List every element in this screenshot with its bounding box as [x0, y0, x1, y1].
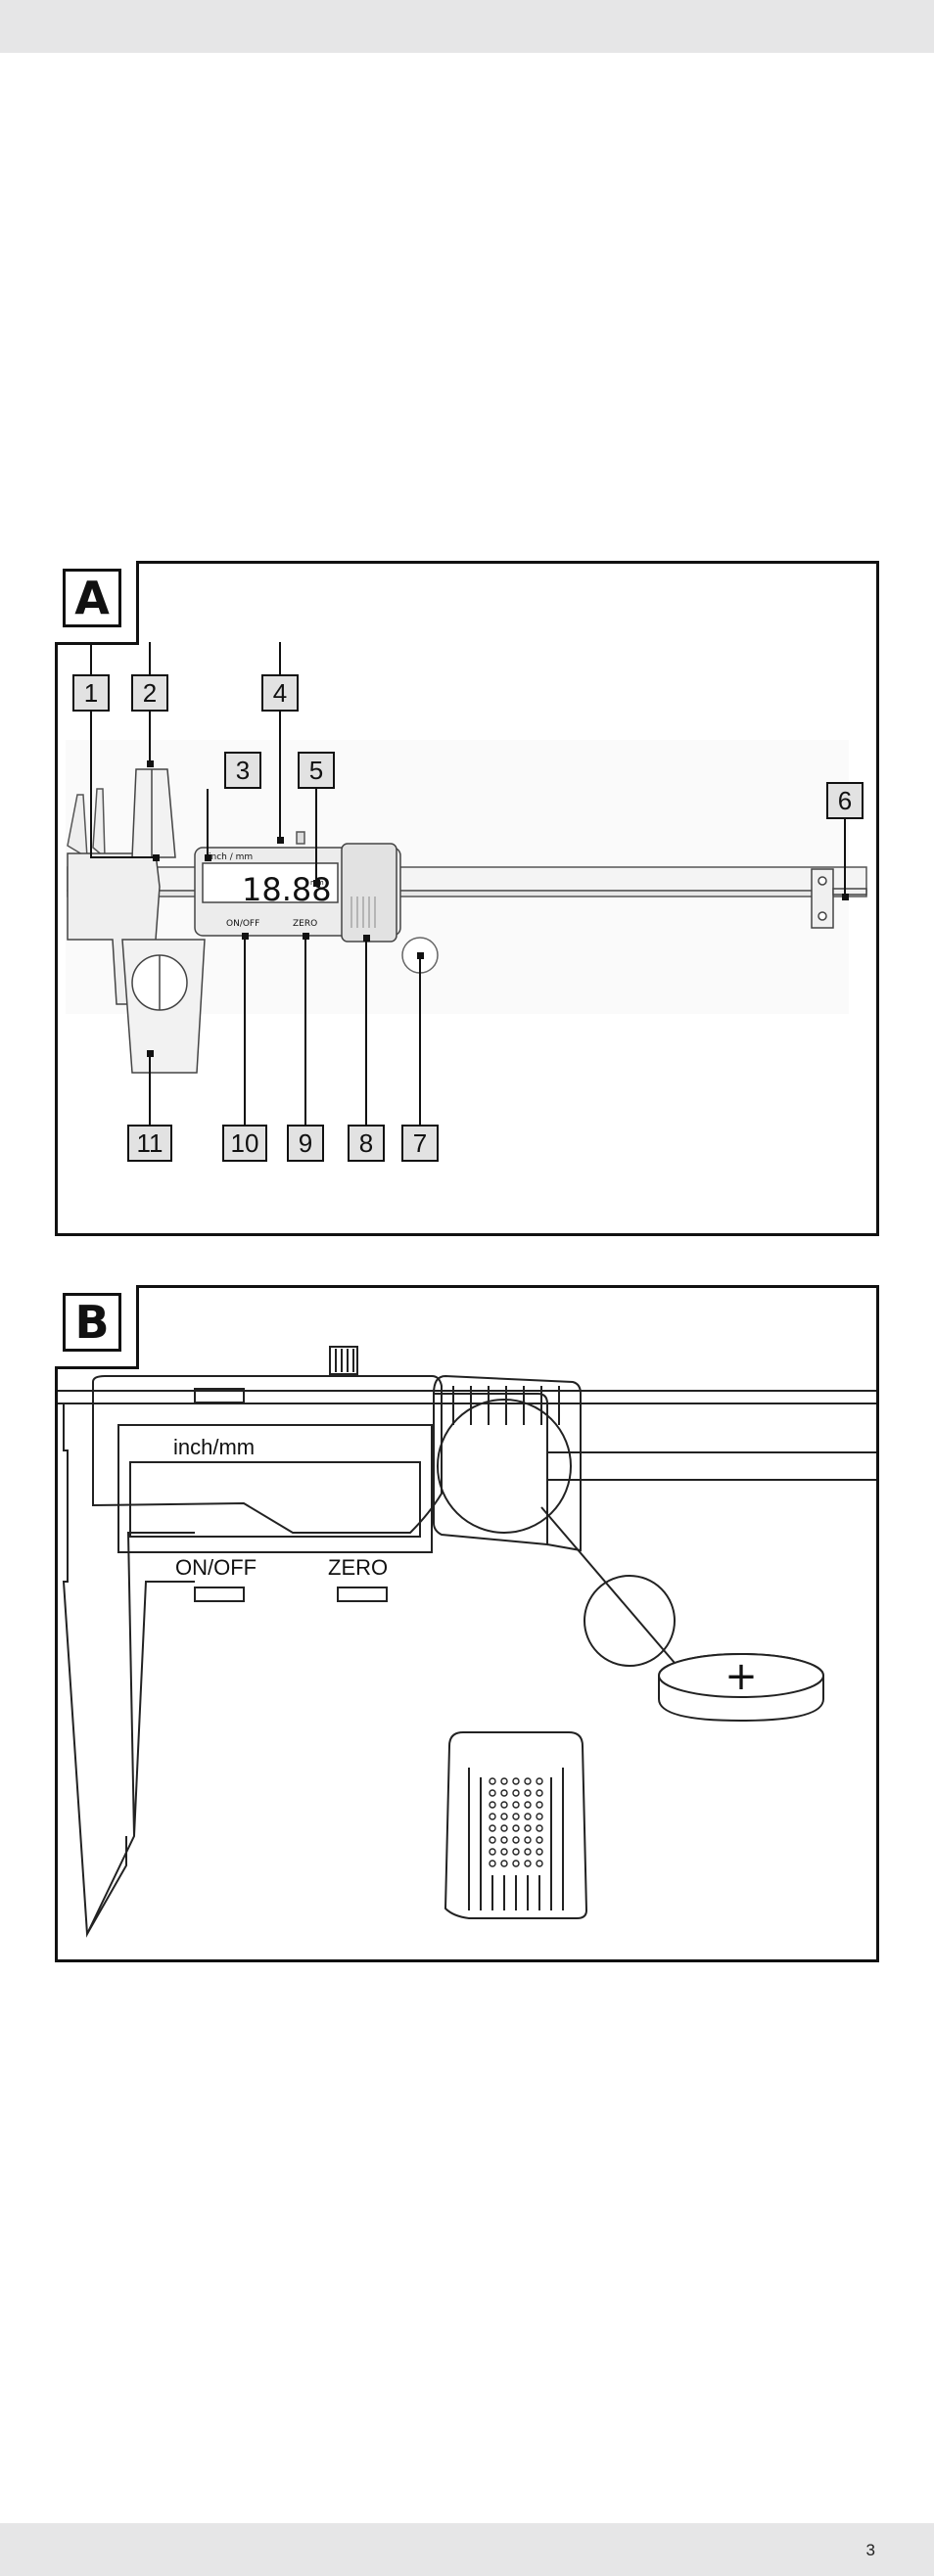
figure-b-panel: B: [55, 1285, 879, 1962]
thumb-wheel-outline: [329, 1346, 358, 1375]
lcd-outer-frame: [117, 1424, 433, 1553]
on-off-button-slot: [194, 1587, 245, 1602]
callout-1: 1: [72, 674, 110, 712]
figure-b-label: B: [63, 1293, 121, 1352]
battery-replacement-drawing: inch/mm ON/OFF ZERO +: [58, 1346, 876, 1938]
a-unit-label: inch / mm: [209, 852, 253, 862]
callout-9: 9: [287, 1125, 324, 1162]
bottom-bar: 3: [0, 2523, 934, 2576]
depth-rod-end: [811, 868, 867, 929]
b-unit-label: inch/mm: [173, 1435, 255, 1459]
jaw-outline: [62, 1403, 195, 1938]
a-lcd-reading: 18.88: [242, 871, 332, 908]
svg-text:6: 6: [838, 786, 852, 815]
callout-5: 5: [298, 752, 335, 789]
svg-text:1: 1: [84, 678, 98, 708]
top-button-slot: [194, 1388, 245, 1403]
callout-7: 7: [401, 1125, 439, 1162]
coin-cell-battery: [658, 1653, 824, 1723]
figure-a-label-tab: A: [55, 561, 139, 645]
svg-text:8: 8: [359, 1128, 373, 1158]
figure-a-panel: A inch / mm: [55, 561, 879, 1236]
lower-jaw: [121, 939, 206, 1074]
callout-8: 8: [348, 1125, 385, 1162]
battery-compartment-outline: [437, 1399, 572, 1534]
svg-text:5: 5: [309, 756, 323, 785]
svg-text:9: 9: [299, 1128, 312, 1158]
callout-2: 2: [131, 674, 168, 712]
callout-10: 10: [222, 1125, 267, 1162]
battery-cover: [350, 897, 376, 928]
display-housing-outline: [92, 1375, 443, 1534]
top-bar: [0, 0, 934, 53]
zero-button-slot: [337, 1587, 388, 1602]
lcd-screen: [129, 1461, 421, 1538]
thumb-wheel: [296, 831, 305, 845]
a-zero-label: ZERO: [293, 919, 317, 929]
b-on-off-label: ON/OFF: [175, 1555, 257, 1580]
a-on-off-label: ON/OFF: [226, 919, 259, 929]
battery-cover-dots: [489, 1777, 543, 1867]
svg-text:4: 4: [273, 678, 287, 708]
leader-dots: [147, 760, 849, 1057]
figure-b-label-tab: B: [55, 1285, 139, 1369]
callout-3: 3: [224, 752, 261, 789]
svg-text:11: 11: [137, 1128, 163, 1158]
svg-text:7: 7: [413, 1128, 427, 1158]
figure-a-label: A: [63, 569, 121, 627]
callout-6: 6: [826, 782, 864, 819]
svg-text:2: 2: [143, 678, 157, 708]
svg-text:10: 10: [231, 1128, 259, 1158]
battery-plus-symbol: +: [724, 1654, 758, 1699]
callout-11: 11: [127, 1125, 172, 1162]
b-zero-label: ZERO: [328, 1555, 388, 1580]
page-number: 3: [865, 2541, 875, 2559]
upper-jaw: [131, 768, 176, 858]
caliper-overview-drawing: inch / mm 18.88 mm ON/OFF ZERO: [66, 642, 867, 1162]
callout-4: 4: [261, 674, 299, 712]
svg-text:3: 3: [236, 756, 250, 785]
